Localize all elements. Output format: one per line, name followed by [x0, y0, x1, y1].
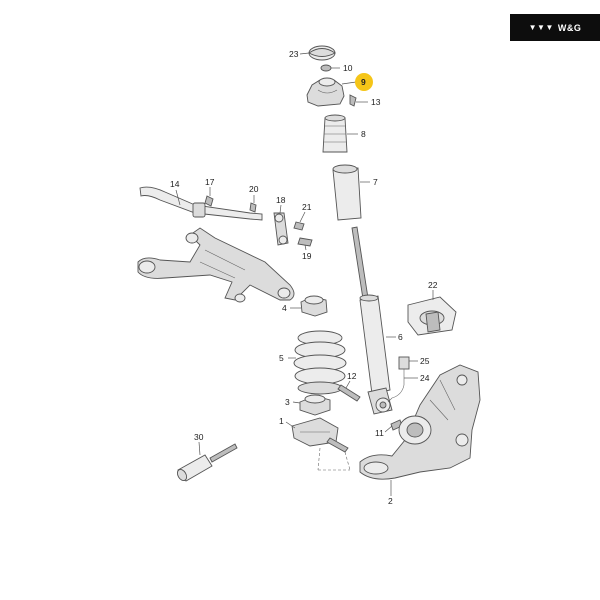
callout-3: 3: [285, 397, 290, 407]
logo-text: W&G: [557, 22, 582, 33]
callout-1: 1: [279, 416, 284, 426]
callout-2: 2: [388, 496, 393, 506]
part-2-wheel-carrier: [359, 364, 481, 480]
callout-21: 21: [302, 202, 312, 212]
part-21-bolt: [293, 221, 305, 231]
callout-9: 9: [361, 77, 366, 87]
callout-22: 22: [428, 280, 438, 290]
part-20-bolt: [249, 202, 257, 213]
highlight-marker: [355, 73, 373, 91]
part-25-sensor: [387, 356, 410, 403]
part-18-link: [273, 212, 289, 246]
part-6-shock-absorber: [351, 226, 393, 415]
part-10-nut: [320, 64, 332, 72]
callout-18: 18: [276, 195, 286, 205]
logo-mark: ▼▼▼: [528, 23, 554, 32]
callout-7: 7: [373, 177, 378, 187]
part-22-rubber-mount: [407, 296, 457, 336]
callout-30: 30: [194, 432, 204, 442]
callout-24: 24: [420, 373, 430, 383]
part-17-bolt: [204, 195, 214, 207]
callout-14: 14: [170, 179, 180, 189]
callout-6: 6: [398, 332, 403, 342]
part-23-cap: [308, 45, 336, 61]
callout-12: 12: [347, 371, 357, 381]
part-7-dust-boot: [332, 164, 362, 221]
callout-23: 23: [289, 49, 299, 59]
part-13-bolt: [349, 94, 357, 107]
part-12-bolt: [337, 384, 361, 402]
part-19-bolt: [297, 237, 313, 247]
callout-11: 11: [375, 428, 384, 438]
part-1-bracket: [291, 417, 349, 453]
lower-control-arm: [137, 227, 295, 303]
part-4-spring-seat: [300, 295, 328, 317]
callout-13: 13: [371, 97, 381, 107]
part-30-tool: [176, 443, 238, 482]
part-14-stabilizer-bar: [139, 186, 263, 221]
part-9-top-mount: [306, 77, 345, 107]
brand-logo: ▼▼▼ W&G: [510, 14, 600, 41]
part-5-coil-spring: [293, 330, 347, 395]
callout-8: 8: [361, 129, 366, 139]
callout-10: 10: [343, 63, 353, 73]
callout-25: 25: [420, 356, 430, 366]
part-3-lower-seat: [299, 394, 331, 416]
callout-17: 17: [205, 177, 215, 187]
callout-20: 20: [249, 184, 259, 194]
callout-5: 5: [279, 353, 284, 363]
callout-labels: 23 10 9 13 8 7 14 17 20 18 21 19 22 4 6 …: [170, 49, 438, 506]
callout-19: 19: [302, 251, 312, 261]
leader-lines: [175, 52, 434, 496]
part-8-bump-stop: [322, 114, 348, 153]
callout-4: 4: [282, 303, 287, 313]
